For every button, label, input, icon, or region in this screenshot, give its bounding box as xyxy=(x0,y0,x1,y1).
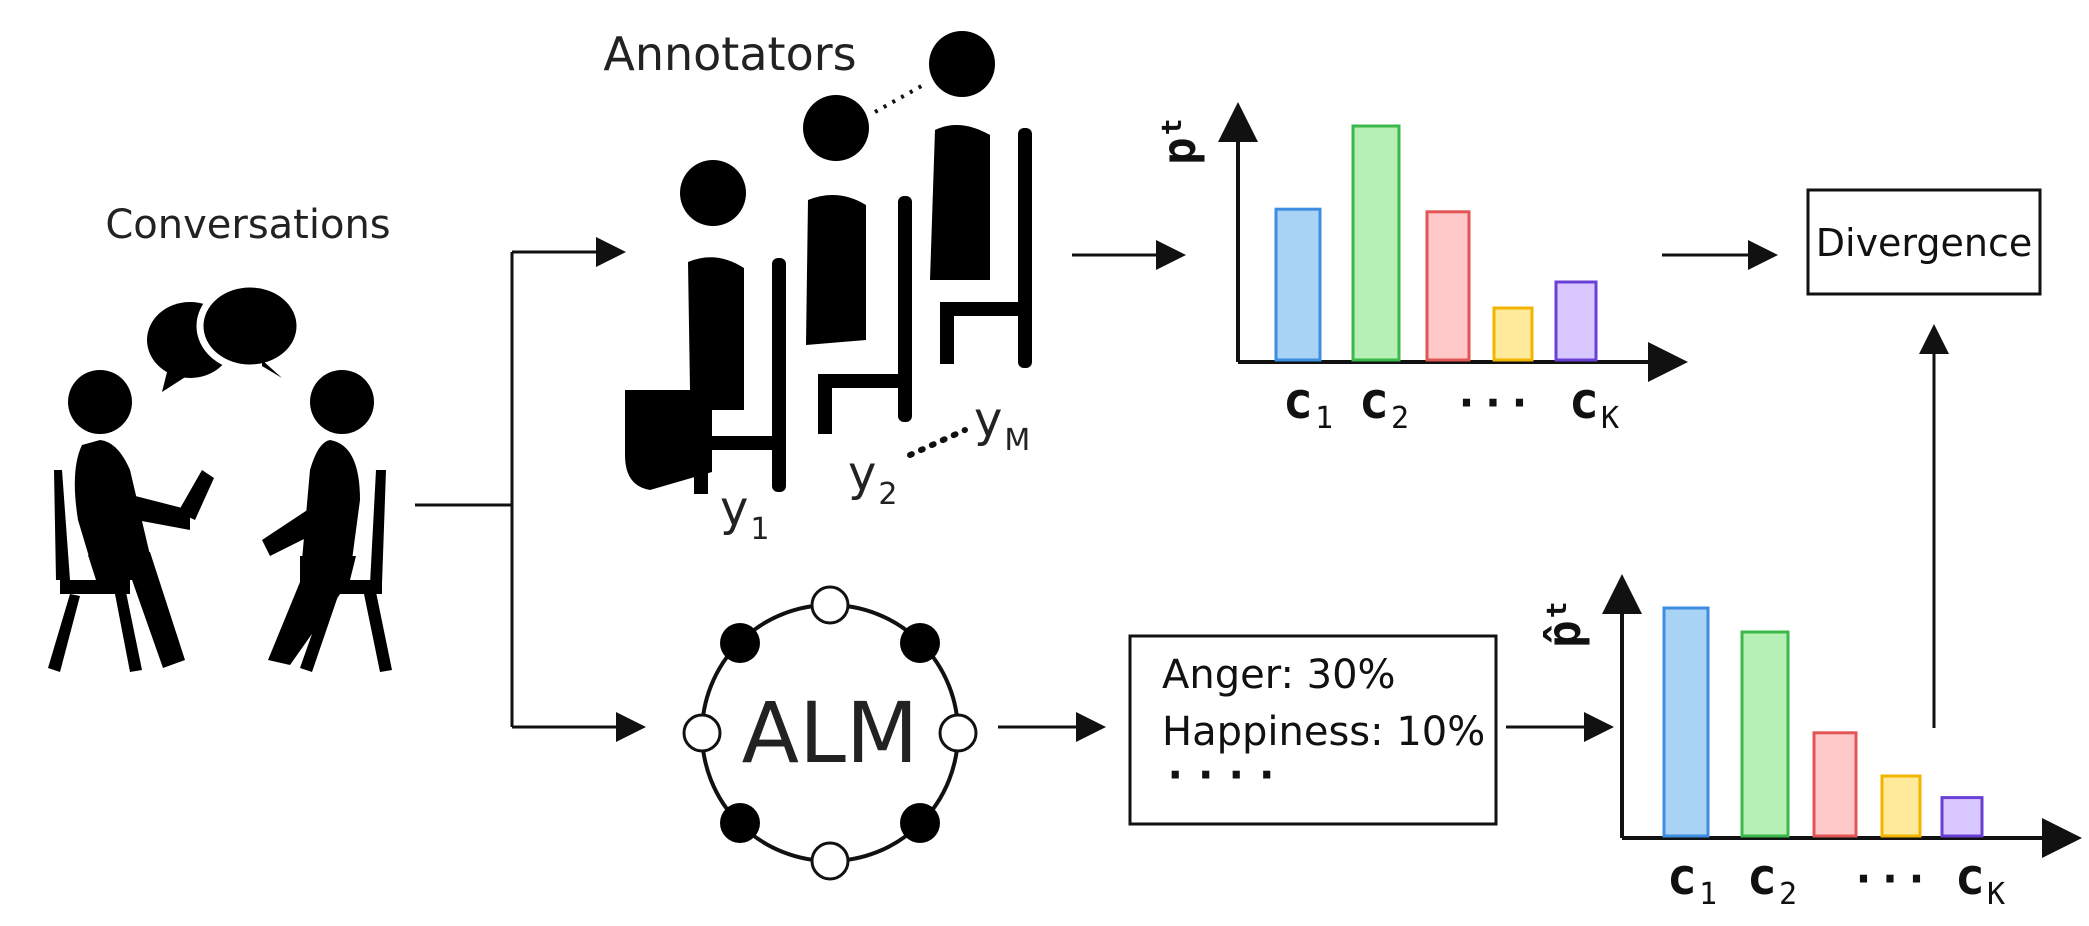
alm-label: ALM xyxy=(742,684,919,782)
conversation-people-icon xyxy=(48,280,392,672)
speech-bubbles-icon xyxy=(147,280,304,392)
chart2-bar-green xyxy=(1740,630,1790,838)
annotator-label-y2: y2 xyxy=(848,446,898,512)
chart1-tick-label: cK xyxy=(1569,372,1619,436)
chart1-bar-red xyxy=(1425,210,1471,362)
chart2-bar-purple xyxy=(1940,796,1984,838)
chart1-bar-green xyxy=(1351,124,1401,362)
divergence-box xyxy=(1806,188,2042,296)
human-distribution-chart: pt c1 c2 ··· cK xyxy=(1152,102,1688,436)
alm-output-line-happiness: Happiness: 10% xyxy=(1162,709,1485,755)
predicted-distribution-chart: p̂t c1 c2 ··· cK xyxy=(1537,574,2082,912)
branch-connector xyxy=(415,237,646,742)
chart2-bar-blue xyxy=(1662,606,1710,838)
chart1-bar-blue xyxy=(1274,207,1322,362)
chart2-ylabel: p̂t xyxy=(1537,601,1591,648)
chart2-tick-label: c2 xyxy=(1747,848,1797,912)
chart1-tick-label: c2 xyxy=(1359,372,1409,436)
divergence-label: Divergence xyxy=(1816,221,2033,265)
chart1-tick-label: ··· xyxy=(1453,378,1532,429)
chart1-bar-yellow xyxy=(1492,306,1534,362)
chart1-tick-label: c1 xyxy=(1283,372,1333,436)
alm-output-ellipsis: ···· xyxy=(1162,750,1284,801)
alm-output-line-anger: Anger: 30% xyxy=(1162,652,1396,698)
chart2-tick-label: ··· xyxy=(1850,854,1929,905)
chart1-ylabel: pt xyxy=(1152,118,1206,165)
annotator-label-yM: yM xyxy=(974,392,1030,458)
annotators-label: Annotators xyxy=(603,27,856,81)
chart2-tick-label: cK xyxy=(1955,848,2005,912)
chart2-tick-label: c1 xyxy=(1667,848,1717,912)
alm-node: ALM xyxy=(682,585,978,881)
conversations-label: Conversations xyxy=(105,202,390,248)
alm-output-box xyxy=(1128,634,1498,826)
chart2-bar-red xyxy=(1812,731,1858,838)
annotators-icon xyxy=(625,31,1032,494)
annotator-label-y1: y1 xyxy=(720,481,770,547)
chart1-bar-purple xyxy=(1554,280,1598,362)
chart2-bar-yellow xyxy=(1880,774,1922,838)
